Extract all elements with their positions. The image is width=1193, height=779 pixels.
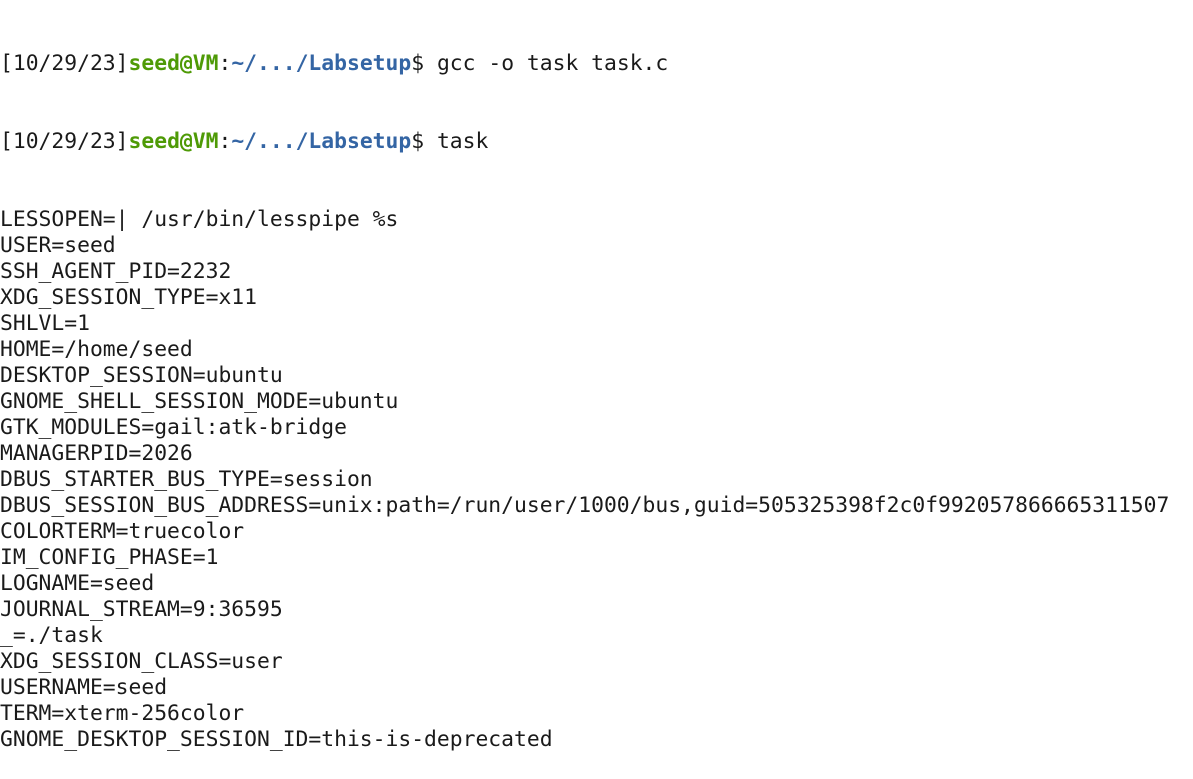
output-line: GNOME_DESKTOP_SESSION_ID=this-is-depreca… [0,727,553,752]
prompt-separator: : [218,129,232,154]
output-line: IM_CONFIG_PHASE=1 [0,545,219,570]
output-line: USER=seed [0,233,116,258]
terminal-output[interactable]: [10/29/23]seed@VM:~/.../Labsetup$ gcc -o… [0,0,1169,779]
output-line: LOGNAME=seed [0,571,155,596]
prompt-symbol: $ [411,51,437,76]
prompt-user: seed@VM [128,129,219,154]
output-line: MANAGERPID=2026 [0,441,193,466]
prompt-path: ~/.../Labsetup [231,129,412,154]
output-line: JOURNAL_STREAM=9:36595 [0,597,283,622]
output-line: LESSOPEN=| /usr/bin/lesspipe %s [0,207,399,232]
output-line: USERNAME=seed [0,675,168,700]
output-line: HOME=/home/seed [0,337,193,362]
output-line: XDG_SESSION_TYPE=x11 [0,285,258,310]
prompt-date: [10/29/23] [0,129,129,154]
command-text: gcc -o task task.c [436,51,669,76]
output-line: _=./task [0,623,103,648]
prompt-path: ~/.../Labsetup [231,51,412,76]
output-line: GTK_MODULES=gail:atk-bridge [0,415,347,440]
prompt-symbol: $ [411,129,437,154]
output-line: XDG_SESSION_CLASS=user [0,649,283,674]
prompt-line: [10/29/23]seed@VM:~/.../Labsetup$ task [0,129,1169,155]
prompt-date: [10/29/23] [0,51,129,76]
output-line: DBUS_STARTER_BUS_TYPE=session [0,467,373,492]
prompt-line: [10/29/23]seed@VM:~/.../Labsetup$ gcc -o… [0,51,1169,77]
output-line: DESKTOP_SESSION=ubuntu [0,363,283,388]
output-line: TERM=xterm-256color [0,701,245,726]
command-text: task [436,129,489,154]
output-line: SHLVL=1 [0,311,90,336]
output-line: GNOME_SHELL_SESSION_MODE=ubuntu [0,389,399,414]
output-line: SSH_AGENT_PID=2232 [0,259,232,284]
prompt-separator: : [218,51,232,76]
output-line: COLORTERM=truecolor [0,519,245,544]
output-line: DBUS_SESSION_BUS_ADDRESS=unix:path=/run/… [0,493,1170,518]
prompt-user: seed@VM [128,51,219,76]
